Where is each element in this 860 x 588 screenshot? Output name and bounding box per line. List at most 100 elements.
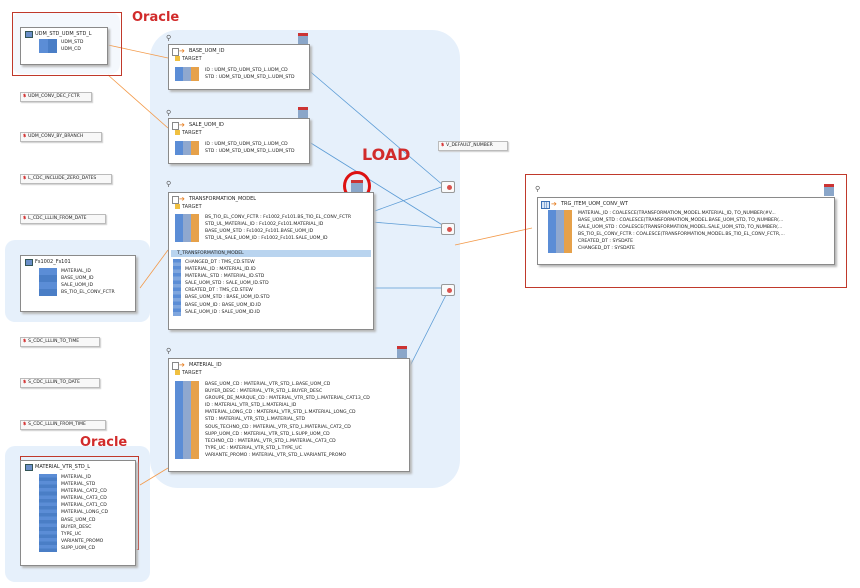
mapping-row: BASE_UOM_STD : Fs1002_Fs101.BASE_UOM_ID <box>205 229 314 235</box>
node-title: TRG_ITEM_UOM_CONV_WT <box>561 201 628 207</box>
node-subtitle: TARGET <box>182 130 202 136</box>
target-flag-icon <box>175 130 180 135</box>
variable-cdc-to-date[interactable]: $S_CDC_LLLIN_TO_DATE <box>20 378 100 388</box>
mapping-row: MATERIAL_STD : MATERIAL_ID.STD <box>185 274 265 280</box>
source-node-udm[interactable]: UDM_STD_UDM_STD_L UDM_STD UDM_CD <box>20 27 108 65</box>
mapping-row: BUYER_DESC : MATERIAL_VTR_STD_L.BUYER_DE… <box>205 389 323 395</box>
column-row: MATERIAL_CAT1_CD <box>61 503 107 509</box>
oracle-label-bottom: Oracle <box>80 435 128 450</box>
mapping-row: STD_UL_MATERIAL_ID : Fs1002_Fs101.MATERI… <box>205 222 324 228</box>
join-operator-2[interactable] <box>441 223 455 235</box>
column-row: VARIANTE_PROMO <box>61 538 104 544</box>
load-icon[interactable] <box>351 180 363 193</box>
target-node-final[interactable]: ➔ TRG_ITEM_UOM_CONV_WT MATERIAL_ID : COA… <box>537 197 835 265</box>
mapping-row: SALE_UOM_STD : COALESCE(TRANSFORMATION_M… <box>578 225 783 231</box>
table-icon <box>25 259 33 266</box>
dollar-icon: $ <box>23 216 27 221</box>
mapping-row: BASE_UOM_STD : BASE_UOM_ID.STD <box>185 295 270 301</box>
column-strip <box>39 474 57 552</box>
column-row: MATERIAL_ID <box>61 475 91 480</box>
column-row: MATERIAL_LONG_CD <box>61 510 109 516</box>
mapping-row: CHANGED_DT : SYSDATE <box>578 246 635 252</box>
mapping-row: CHANGED_DT : TMS_CD.STEW <box>185 260 255 265</box>
column-row: SUPP_UOM_CD <box>61 545 96 551</box>
column-strip <box>175 141 199 156</box>
column-row: UDM_STD <box>61 40 84 45</box>
mapping-row: ID : UDM_STD_UDM_STD_L.UDM_CD <box>205 68 288 73</box>
variable-cdc-include-zero[interactable]: $L_CDC_INCLUDE_ZERO_DATES <box>20 174 112 184</box>
node-title: MATERIAL_ID <box>189 362 222 368</box>
target-node-sale-uom[interactable]: ➔ SALE_UOM_ID TARGET ID : UDM_STD_UDM_ST… <box>168 118 310 164</box>
column-row: BS_TIO_EL_CONV_FCTR <box>61 290 115 296</box>
target-highlight <box>525 174 847 288</box>
wire-src-top-sale <box>107 74 169 129</box>
mapping-row: MATERIAL_LONG_CD : MATERIAL_VTR_STD_L.MA… <box>205 410 356 416</box>
node-title: UDM_STD_UDM_STD_L <box>35 31 92 37</box>
variable-udm-conv-dec[interactable]: $UDM_CONV_DEC_FCTR <box>20 92 92 102</box>
variable-cdc-from-time[interactable]: $S_CDC_LLLIN_FROM_TIME <box>20 420 106 430</box>
join-operator-1[interactable] <box>441 181 455 193</box>
dataset-header[interactable]: T_TRANSFORMATION_MODEL <box>171 250 371 257</box>
column-strip <box>39 268 57 297</box>
wire-src-bottom-mat <box>139 467 169 486</box>
target-flag-icon <box>175 56 180 61</box>
dollar-icon: $ <box>23 94 27 99</box>
mapping-row: STD : MATERIAL_VTR_STD_L.MATERIAL_STD <box>205 417 306 423</box>
variable-cdc-to-time[interactable]: $S_CDC_LLLIN_TO_TIME <box>20 337 100 347</box>
join-icon <box>447 288 452 293</box>
node-title: BASE_UOM_ID <box>189 48 225 54</box>
target-icon <box>298 107 308 119</box>
search-icon[interactable]: ⚲ <box>166 109 172 117</box>
variable-default-number[interactable]: $V_DEFAULT_NUMBER <box>438 141 508 151</box>
wire-sale-join2 <box>305 139 445 227</box>
mapping-row: MATERIAL_ID : MATERIAL_ID.ID <box>185 267 256 273</box>
column-row: TYPE_UC <box>61 531 82 537</box>
target-node-material[interactable]: ➔ MATERIAL_ID TARGET BASE_UOM_CD : MATER… <box>168 358 410 472</box>
join-icon <box>447 185 452 190</box>
wire-mat-join3 <box>407 294 447 371</box>
column-strip <box>39 39 57 54</box>
doc-icon <box>172 362 179 370</box>
search-icon[interactable]: ⚲ <box>166 34 172 42</box>
mapping-row: BASE_UOM_CD : MATERIAL_VTR_STD_L.BASE_UO… <box>205 382 331 387</box>
column-strip <box>173 259 181 316</box>
mapping-row: SUPP_UOM_CD : MATERIAL_VTR_STD_L.SUPP_UO… <box>205 431 330 437</box>
table-icon <box>25 464 33 471</box>
column-row: MATERIAL_ID <box>61 269 91 274</box>
source-node-material[interactable]: MATERIAL_VTR_STD_L MATERIAL_ID MATERIAL_… <box>20 460 136 566</box>
mapping-row: BASE_UOM_ID : BASE_UOM_ID.ID <box>185 302 261 308</box>
arrow-icon: ➔ <box>179 47 185 55</box>
mapping-row: STD_UL_SALE_UOM_ID : Fs1002_Fs101.SALE_U… <box>205 236 328 242</box>
mapping-row: GROUPE_DE_MARQUE_CD : MATERIAL_VTR_STD_L… <box>205 396 370 402</box>
mapping-row: BS_TIO_EL_CONV_FCTR : Fs1002_Fs101.BS_TI… <box>205 215 352 220</box>
source-node-fs1002[interactable]: Fs1002_Fs101 MATERIAL_ID BASE_UOM_ID SAL… <box>20 255 136 312</box>
search-icon[interactable]: ⚲ <box>166 180 172 188</box>
node-subtitle: TARGET <box>182 204 202 210</box>
variable-udm-conv-branch[interactable]: $UDM_CONV_BY_BRANCH <box>20 132 102 142</box>
mapping-row: SALE_UOM_ID : SALE_UOM_ID.ID <box>185 309 260 315</box>
mapping-row: ID : MATERIAL_VTR_STD_L.MATERIAL_ID <box>205 403 297 409</box>
grid-icon <box>541 201 550 209</box>
join-icon <box>447 227 452 232</box>
doc-icon <box>172 196 179 204</box>
column-strip <box>175 381 199 459</box>
column-row: MATERIAL_CAT3_CD <box>61 496 107 502</box>
mapping-row: STD : UDM_STD_UDM_STD_L.UDM_STD <box>205 75 295 81</box>
variable-cdc-from-date[interactable]: $L_CDC_LLLIN_FROM_DATE <box>20 214 106 224</box>
search-icon[interactable]: ⚲ <box>535 185 541 193</box>
search-icon[interactable]: ⚲ <box>166 347 172 355</box>
oracle-label-top: Oracle <box>132 10 180 25</box>
dollar-icon: $ <box>23 176 27 181</box>
arrow-icon: ➔ <box>179 121 185 129</box>
mapping-row: SOUS_TECHNO_CD : MATERIAL_VTR_STD_L.MATE… <box>205 424 351 430</box>
arrow-icon: ➔ <box>179 195 185 203</box>
dollar-icon: $ <box>23 134 27 139</box>
target-node-base-uom[interactable]: ➔ BASE_UOM_ID TARGET ID : UDM_STD_UDM_ST… <box>168 44 310 90</box>
column-row: UDM_CD <box>61 47 81 53</box>
target-node-transformation[interactable]: ➔ TRANSFORMATION_MODEL TARGET BS_TIO_EL_… <box>168 192 374 330</box>
column-row: BUYER_DESC <box>61 524 92 530</box>
mapping-row: TYPE_UC : MATERIAL_VTR_STD_L.TYPE_UC <box>205 445 302 451</box>
mapping-row: VARIANTE_PROMO : MATERIAL_VTR_STD_L.VARI… <box>205 452 347 458</box>
join-operator-3[interactable] <box>441 284 455 296</box>
